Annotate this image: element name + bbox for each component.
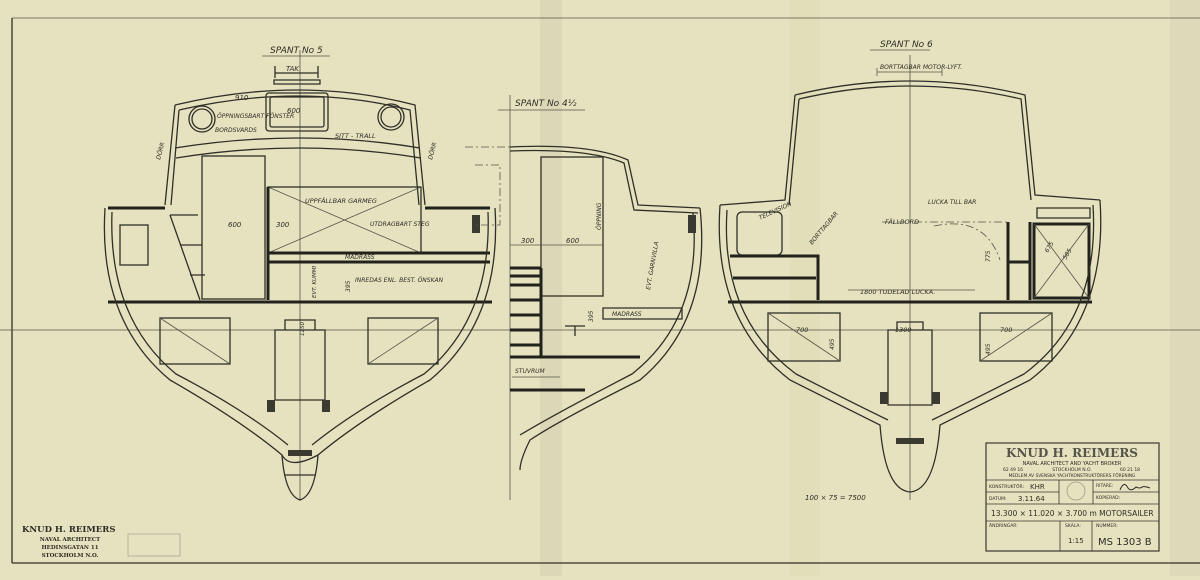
drawing-label: 600 bbox=[228, 221, 242, 229]
section-spant-6: SPANT No 6 BORTTAGBAR MOTOR-LYFT. TELEVI… bbox=[718, 40, 1102, 500]
drawing-label: MEDLEM AV SVENSKA YACHTKONSTRUKTÖRERS FÖ… bbox=[1009, 472, 1136, 479]
drawing-label: MADRASS bbox=[345, 254, 375, 261]
drawing-label: 775 bbox=[985, 250, 992, 262]
drawing-label: EVT. KUMMI bbox=[312, 266, 318, 298]
drawing-label: KONSTRUKTÖR: bbox=[989, 483, 1024, 490]
section-spant-5: SPANT No 5 TAK 910 600 ÖPPNINGSBART FÖNS… bbox=[103, 46, 497, 501]
drawing-label: INREDAS ENL. BEST. ÖNSKAN bbox=[355, 277, 444, 284]
fold-shade bbox=[540, 0, 562, 576]
drawing-label: SPANT No 6 bbox=[880, 40, 933, 50]
drawing-label: NUMMER: bbox=[1096, 523, 1118, 529]
drawing-label: TAK bbox=[286, 65, 300, 73]
fold-shade bbox=[790, 0, 820, 576]
title-firm: KNUD H. REIMERS bbox=[1006, 446, 1138, 460]
title-block: KNUD H. REIMERS NAVAL ARCHITECT AND YACH… bbox=[985, 442, 1160, 552]
drawing-label: NAVAL ARCHITECT AND YACHT BROKER bbox=[1023, 461, 1122, 467]
drawing-label: 600 bbox=[287, 107, 301, 115]
pencil-note: 100 × 75 = 7500 bbox=[805, 494, 866, 502]
fold-shade bbox=[1170, 0, 1200, 576]
drawing-label: 3.11.64 bbox=[1018, 495, 1045, 503]
drawing-label: LUCKA TILL BAR bbox=[928, 199, 976, 206]
drawing-label: 600 bbox=[566, 237, 580, 245]
drawing-label: 1250 bbox=[300, 322, 306, 336]
drawing-label: MS 1303 B bbox=[1098, 537, 1152, 548]
drawing-label: MADRASS bbox=[612, 311, 642, 318]
drawing-label: 1800 TUDELAD LUCKA. bbox=[860, 288, 935, 296]
drawing-label: DÖRR bbox=[427, 142, 438, 161]
drawing-label: DÖRR bbox=[155, 142, 166, 161]
drawing-label: KHR bbox=[1030, 483, 1045, 491]
drawing-label: UPPFÄLLBAR GARMEG bbox=[305, 196, 377, 205]
drawing-label: HEDINSGATAN 11 bbox=[41, 545, 98, 551]
drawing-label: EVT. GARNVILLA bbox=[645, 241, 660, 290]
drawing-label: ÄNDRINGAR: bbox=[989, 522, 1018, 529]
drawing-label: 395 bbox=[588, 310, 595, 322]
drawing-label: UTDRAGBART STEG bbox=[370, 221, 430, 228]
drawing-label: 675 bbox=[1044, 240, 1056, 254]
drawing-label: STOCKHOLM N.O. bbox=[1052, 467, 1092, 473]
drawing-label: SKALA: bbox=[1065, 523, 1081, 529]
drawing-label: 495 bbox=[985, 343, 992, 355]
drawing-label: 13.300 × 11.020 × 3.700 m MOTORSAILER bbox=[991, 509, 1154, 518]
drawing-label: STUVRUM bbox=[515, 368, 546, 375]
drawing-label: 585 bbox=[1062, 247, 1074, 261]
drawing-label: 910 bbox=[235, 94, 249, 102]
drawing-label: KOPIERAD: bbox=[1096, 495, 1120, 501]
drawing-label: 495 bbox=[829, 338, 836, 350]
architect-stamp: KNUD H. REIMERS NAVAL ARCHITECT HEDINSGA… bbox=[22, 525, 181, 559]
section-spant-4-half: SPANT No 4½ 300 600 ÖPPNING EVT. GARNVIL… bbox=[465, 95, 703, 500]
drawing-label: 395 bbox=[345, 280, 352, 292]
drawing-label: TELEVISION bbox=[758, 200, 793, 221]
drawing-label: 62 49 16 bbox=[1003, 467, 1023, 473]
drawing-label: 60 21 18 bbox=[1120, 467, 1140, 473]
drawing-label: SITT - TRALL bbox=[335, 132, 376, 140]
drawing-label: RITARE: bbox=[1096, 483, 1113, 489]
drawing-label: ÖPPNINGSBART FÖNSTER bbox=[217, 113, 294, 120]
drawing-label: DATUM: bbox=[989, 496, 1007, 502]
drawing-label: FÄLLBORD bbox=[885, 217, 919, 226]
drawing-label: NAVAL ARCHITECT bbox=[40, 537, 101, 543]
drawing-label: SPANT No 5 bbox=[270, 46, 323, 56]
signature bbox=[1119, 484, 1151, 491]
drawing-label: BORTTAGBAR MOTOR-LYFT. bbox=[880, 64, 962, 71]
drawing-label: SPANT No 4½ bbox=[515, 99, 577, 109]
drawing-label: 300 bbox=[521, 237, 535, 245]
drawing-label: 700 bbox=[796, 326, 808, 334]
drawing-label: 1:15 bbox=[1068, 537, 1084, 545]
drawing-label: ÖPPNING bbox=[596, 202, 603, 230]
drawing-label: 700 bbox=[1000, 326, 1012, 334]
sheet-frame bbox=[0, 17, 1200, 564]
drawing-label: BORDSVARDS bbox=[215, 127, 257, 134]
drawing-label: 300 bbox=[276, 221, 290, 229]
drawing-label: KNUD H. REIMERS bbox=[22, 525, 115, 535]
drawing-label: STOCKHOLM N.O. bbox=[42, 553, 99, 559]
